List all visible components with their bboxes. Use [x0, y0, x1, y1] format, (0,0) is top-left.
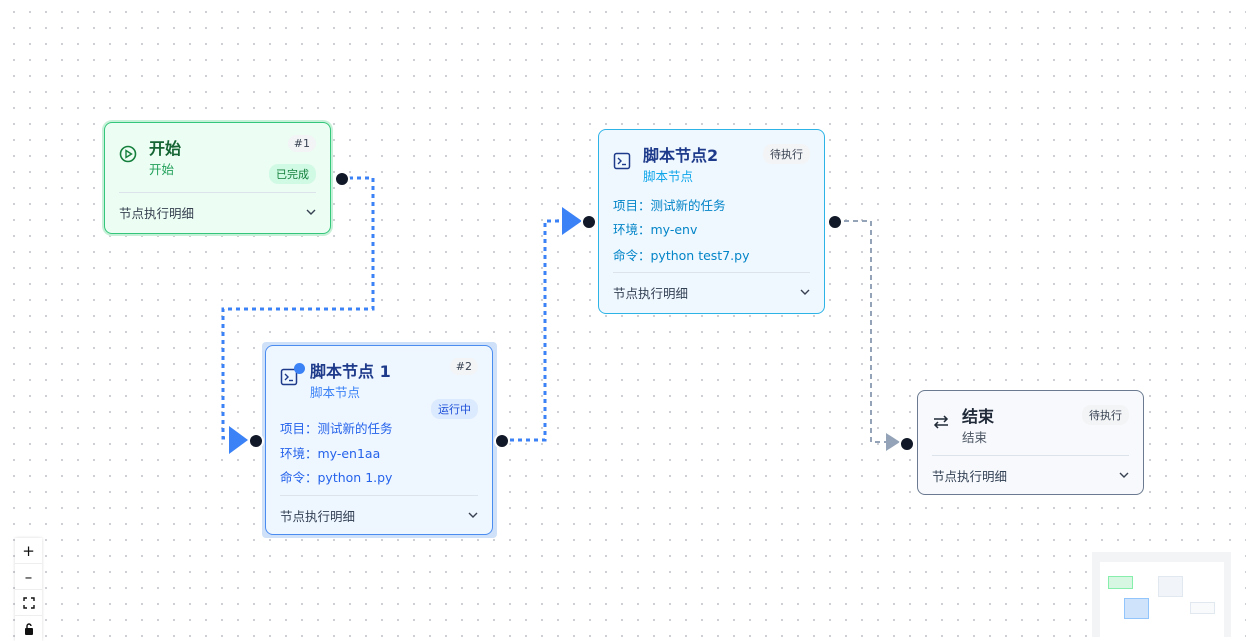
node-detail-toggle[interactable]: 节点执行明细 — [932, 463, 1129, 487]
node-end[interactable]: 结束 结束 待执行 节点执行明细 — [917, 390, 1144, 495]
node-command: 命令：python test7.py — [613, 248, 750, 263]
play-circle-icon — [119, 145, 137, 163]
minimap-viewport — [1100, 562, 1224, 637]
node-env: 环境：my-env — [613, 222, 698, 237]
node-start[interactable]: 开始 开始 #1 已完成 节点执行明细 — [104, 122, 331, 234]
node-subtitle: 开始 — [149, 162, 175, 177]
node-detail-label: 节点执行明细 — [932, 468, 1008, 484]
lock-icon — [24, 622, 33, 635]
node-title: 开始 — [149, 139, 182, 158]
node-project: 项目：测试新的任务 — [280, 421, 393, 436]
node-number-badge: #1 — [287, 135, 316, 152]
edge-script1-script2[interactable] — [502, 219, 566, 442]
chevron-down-icon — [468, 512, 478, 518]
chevron-down-icon — [306, 209, 316, 215]
divider — [280, 495, 478, 496]
minimap-node-script2 — [1158, 576, 1183, 597]
chevron-down-icon — [800, 289, 810, 295]
fit-view-button[interactable] — [15, 590, 42, 616]
node-detail-toggle[interactable]: 节点执行明细 — [119, 200, 316, 224]
node-script-2[interactable]: 脚本节点2 脚本节点 待执行 项目：测试新的任务 环境：my-env 命令：py… — [598, 129, 825, 314]
status-badge: 待执行 — [763, 144, 810, 164]
minimap-node-start — [1108, 576, 1133, 589]
terminal-icon — [613, 152, 631, 170]
minimap[interactable] — [1092, 552, 1231, 637]
end-target-handle[interactable] — [899, 436, 915, 452]
divider — [613, 272, 810, 273]
script2-target-handle[interactable] — [581, 214, 597, 230]
node-command: 命令：python 1.py — [280, 470, 393, 485]
node-number-badge: #2 — [449, 358, 478, 375]
divider — [119, 192, 316, 193]
start-source-handle[interactable] — [334, 171, 350, 187]
node-env: 环境：my-en1aa — [280, 446, 381, 461]
edge-arrow-script2 — [562, 207, 582, 235]
node-detail-label: 节点执行明细 — [280, 508, 356, 524]
status-badge: 已完成 — [269, 164, 316, 184]
node-detail-label: 节点执行明细 — [119, 205, 195, 221]
fit-view-icon — [22, 596, 35, 609]
node-detail-toggle[interactable]: 节点执行明细 — [613, 280, 810, 304]
lock-button[interactable] — [15, 616, 42, 641]
divider — [932, 455, 1129, 456]
swap-arrows-icon — [932, 413, 950, 431]
node-subtitle: 脚本节点 — [643, 169, 694, 184]
node-detail-label: 节点执行明细 — [613, 285, 689, 301]
node-title: 结束 — [962, 407, 995, 426]
node-script-1[interactable]: 脚本节点 1 脚本节点 #2 运行中 项目：测试新的任务 环境：my-en1aa… — [265, 345, 493, 535]
zoom-in-button[interactable]: + — [15, 538, 42, 564]
status-badge: 运行中 — [431, 399, 478, 419]
node-subtitle: 结束 — [962, 430, 988, 445]
node-title: 脚本节点 1 — [310, 362, 391, 381]
chevron-down-icon — [1119, 472, 1129, 478]
running-indicator-dot — [294, 363, 305, 374]
minimap-node-script1 — [1124, 598, 1149, 619]
canvas-controls: + – — [15, 538, 42, 641]
node-project: 项目：测试新的任务 — [613, 198, 726, 213]
zoom-out-button[interactable]: – — [15, 564, 42, 590]
script1-target-handle[interactable] — [248, 433, 264, 449]
script2-source-handle[interactable] — [827, 214, 843, 230]
node-title: 脚本节点2 — [643, 146, 719, 165]
minimap-node-end — [1190, 602, 1215, 614]
edge-arrow-script1 — [229, 426, 248, 454]
edge-script2-end[interactable] — [835, 220, 888, 443]
terminal-icon — [280, 368, 298, 386]
edge-arrow-end — [886, 433, 900, 451]
node-detail-toggle[interactable]: 节点执行明细 — [280, 503, 478, 527]
status-badge: 待执行 — [1082, 405, 1129, 425]
node-subtitle: 脚本节点 — [310, 385, 361, 400]
script1-source-handle[interactable] — [494, 433, 510, 449]
